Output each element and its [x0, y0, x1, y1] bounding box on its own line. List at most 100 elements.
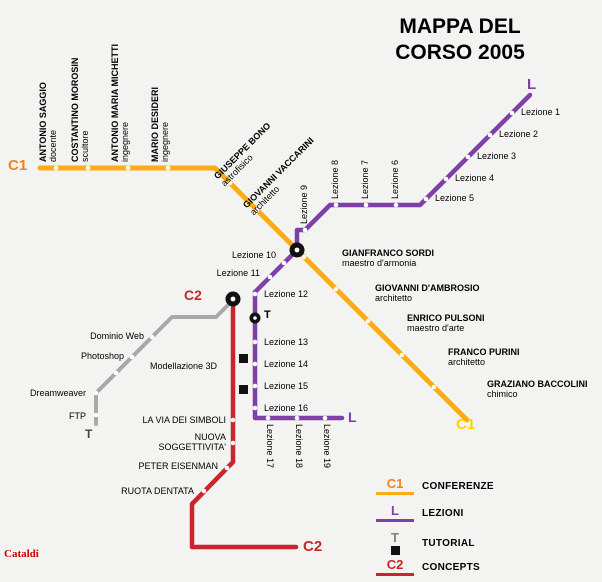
- station-name: GRAZIANO BACCOLINI: [487, 379, 588, 389]
- station-dot: [333, 286, 339, 292]
- station-dot: [252, 405, 258, 411]
- station-role: maestro d'armonia: [342, 258, 417, 268]
- station-dot: [431, 384, 437, 390]
- station-label-enrico-pulsoni: ENRICO PULSONI maestro d'arte: [407, 313, 485, 333]
- legend-label-conferenze: CONFERENZE: [422, 480, 494, 492]
- tutorial-station-dots: [93, 334, 155, 418]
- station-dot: [281, 260, 287, 266]
- station-name: GIANFRANCO SORDI: [342, 248, 434, 258]
- station-dot: [254, 207, 260, 213]
- station-label-nuova-soggettivita: NUOVA SOGGETTIVITA': [158, 432, 226, 452]
- station-name: ANTONIO MARIA MICHETTI: [110, 44, 120, 162]
- station-dot: [93, 390, 99, 396]
- legend-symbol-c2: C2: [376, 558, 414, 576]
- station-label-lezione-14: Lezione 14: [264, 359, 309, 369]
- station-label-giovanni-dambrosio: GIOVANNI D'AMBROSIO architetto: [375, 283, 479, 303]
- station-label-lezione-15: Lezione 15: [264, 381, 309, 391]
- legend-symbol-t: T: [376, 531, 414, 555]
- station-label-la-via-dei-simboli: LA VIA DEI SIMBOLI: [142, 415, 226, 425]
- legend-label-tutorial: TUTORIAL: [422, 537, 475, 549]
- station-label-costantino-morosin: COSTANTINO MOROSIN scultore: [70, 58, 90, 162]
- station-label-lezione-19: Lezione 19: [322, 424, 332, 469]
- interchange-node-center: [294, 247, 300, 253]
- legend-symbol-c1: C1: [376, 477, 414, 495]
- conferenze-station-dots: [53, 165, 437, 390]
- station-dot: [224, 465, 230, 471]
- station-dot: [294, 415, 300, 421]
- station-label-dominio-web: Dominio Web: [90, 331, 144, 341]
- map-title-line2: CORSO 2005: [395, 41, 525, 64]
- station-dot: [363, 202, 369, 208]
- station-dot: [227, 180, 233, 186]
- station-label-lezione-10: Lezione 10: [231, 250, 276, 260]
- station-dot: [230, 440, 236, 446]
- station-label-lezione-16: Lezione 16: [264, 403, 309, 413]
- author-watermark: Cataldi: [4, 548, 39, 560]
- station-label-peter-eisenman: PETER EISENMAN: [138, 461, 218, 471]
- legend-symbol-l: L: [376, 504, 414, 522]
- station-dot: [113, 370, 119, 376]
- legend-item-tutorial: T TUTORIAL: [376, 531, 475, 555]
- terminal-c2-bottom: C2: [303, 538, 323, 555]
- station-role: maestro d'arte: [407, 323, 465, 333]
- concepts-line: [189, 299, 299, 550]
- concepts-station-dots: [201, 417, 236, 494]
- station-label-lezione-7: Lezione 7: [360, 159, 370, 199]
- station-label-graziano-baccolini: GRAZIANO BACCOLINI chimico: [487, 379, 588, 399]
- station-label-modellazione-3d: Modellazione 3D: [150, 361, 218, 371]
- station-role: docente: [48, 129, 58, 162]
- station-label-lezione-1: Lezione 1: [521, 107, 561, 117]
- map-title-line1: MAPPA DEL: [399, 15, 521, 38]
- station-role: ingegnere: [160, 121, 170, 162]
- station-label-ftp: FTP: [69, 411, 86, 421]
- station-dot: [93, 412, 99, 418]
- station-dot: [333, 202, 339, 208]
- concepts-line-sample: [376, 573, 414, 576]
- station-dot: [252, 361, 258, 367]
- station-name: COSTANTINO MOROSIN: [70, 57, 80, 162]
- station-role: chimico: [487, 389, 518, 399]
- station-label-antonio-saggio: ANTONIO SAGGIO docente: [38, 82, 58, 162]
- legend-label-concepts: CONCEPTS: [422, 561, 480, 573]
- tutorial-station-t-label: T: [264, 309, 271, 321]
- station-label-lezione-2: Lezione 2: [499, 129, 539, 139]
- station-dot: [509, 110, 515, 116]
- station-label-lezione-12: Lezione 12: [264, 289, 309, 299]
- station-label-ruota-dentata: RUOTA DENTATA: [121, 486, 194, 496]
- station-name: MARIO DESIDERI: [150, 86, 160, 162]
- station-dot: [301, 254, 307, 260]
- station-label-lezione-8: Lezione 8: [330, 159, 340, 199]
- station-label-photoshop: Photoshop: [80, 351, 124, 361]
- station-label-lezione-17: Lezione 17: [265, 424, 275, 469]
- terminal-l-bottom: L: [348, 409, 357, 425]
- station-label-lezione-6: Lezione 6: [390, 159, 400, 199]
- station-label-lezione-5: Lezione 5: [435, 193, 475, 203]
- terminal-c2-top: C2: [184, 287, 202, 303]
- tutorial-square-marker: [239, 354, 248, 363]
- station-name: ANTONIO SAGGIO: [38, 82, 48, 162]
- terminal-l-top: L: [527, 76, 537, 93]
- legend-letter-t: T: [391, 530, 399, 545]
- lezioni-line: [252, 92, 533, 421]
- terminal-t-bottom: T: [85, 427, 93, 441]
- lezioni-station-dots: [252, 110, 515, 421]
- map-title: MAPPA DEL CORSO 2005: [360, 14, 560, 66]
- station-dot: [423, 196, 429, 202]
- tutorial-line: [94, 298, 235, 426]
- station-label-lezione-18: Lezione 18: [294, 424, 304, 469]
- legend-letter-c2: C2: [386, 557, 404, 572]
- station-dot: [53, 165, 59, 171]
- station-dot: [322, 415, 328, 421]
- conferenze-line-sample: [376, 492, 414, 495]
- station-dot: [252, 383, 258, 389]
- station-dot: [201, 488, 207, 494]
- legend-label-lezioni: LEZIONI: [422, 507, 464, 519]
- station-label-mario-desideri: MARIO DESIDERI ingegnere: [150, 87, 170, 162]
- conferenze-line: [37, 165, 470, 423]
- tutorial-square-marker: [239, 385, 248, 394]
- station-dot: [302, 227, 308, 233]
- station-dot: [393, 202, 399, 208]
- lezioni-line-sample: [376, 519, 414, 522]
- station-dot: [252, 291, 258, 297]
